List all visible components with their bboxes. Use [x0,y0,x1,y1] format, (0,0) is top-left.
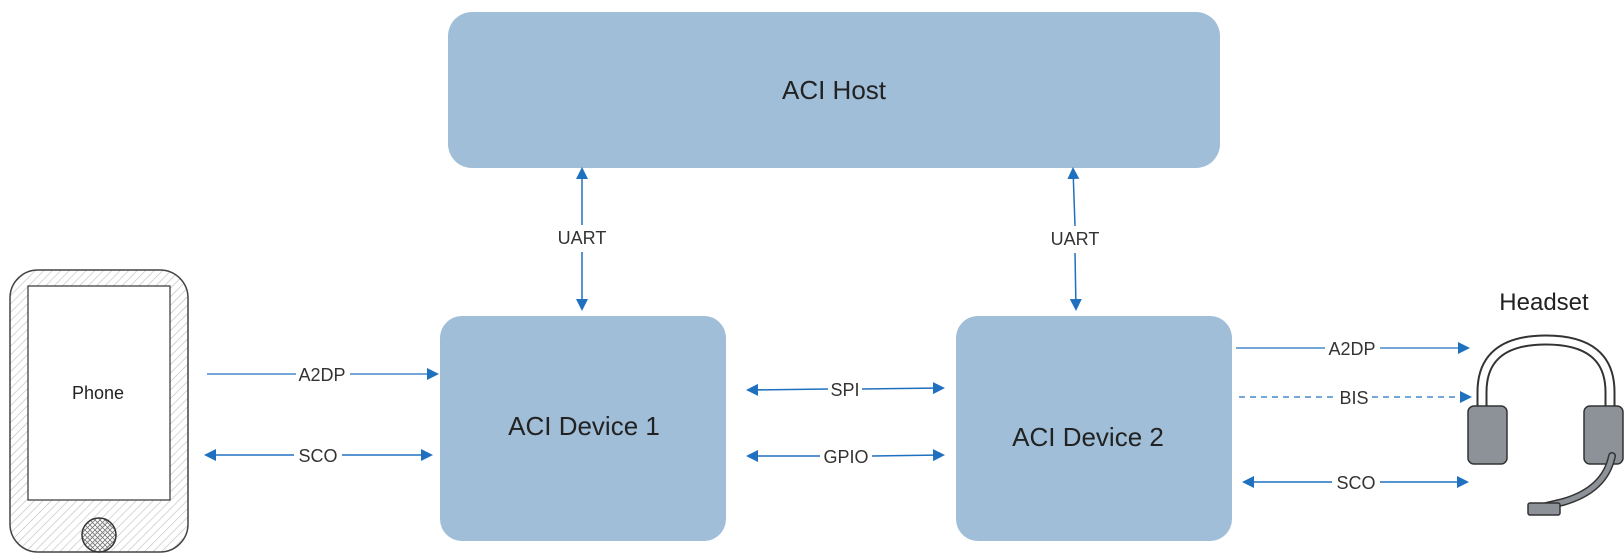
link-uart-host-device2: UART [1051,167,1100,311]
link-uart-host-device1: UART [558,167,607,311]
phone-node: Phone [9,269,189,553]
headset-node: Headset [1467,289,1624,516]
link-sco-device2-headset: SCO [1242,473,1469,493]
aci-device-1-node: ACI Device 1 [440,316,726,541]
sco-label-phone: SCO [298,446,337,466]
spi-label: SPI [830,380,859,400]
link-sco-phone-device1: SCO [204,446,433,466]
a2dp-label-headset: A2DP [1328,339,1375,359]
uart-label-1: UART [558,228,607,248]
phone-home-button-icon [81,517,117,553]
link-a2dp-phone-device1: A2DP [207,365,439,385]
sco-label-headset: SCO [1336,473,1375,493]
aci-host-node: ACI Host [448,12,1220,168]
link-bis-device2-headset: BIS [1239,388,1472,408]
link-spi-device1-device2: SPI [746,380,945,400]
a2dp-label-phone: A2DP [298,365,345,385]
link-a2dp-device2-headset: A2DP [1236,339,1470,359]
gpio-label: GPIO [823,447,868,467]
aci-device-2-label: ACI Device 2 [1012,422,1164,452]
headset-icon [1467,334,1624,516]
aci-device-1-label: ACI Device 1 [508,411,660,441]
aci-device-2-node: ACI Device 2 [956,316,1232,541]
phone-label: Phone [72,383,124,403]
link-gpio-device1-device2: GPIO [746,447,945,467]
bis-label: BIS [1339,388,1368,408]
headset-label: Headset [1499,289,1589,316]
uart-label-2: UART [1051,229,1100,249]
aci-host-label: ACI Host [782,75,887,105]
